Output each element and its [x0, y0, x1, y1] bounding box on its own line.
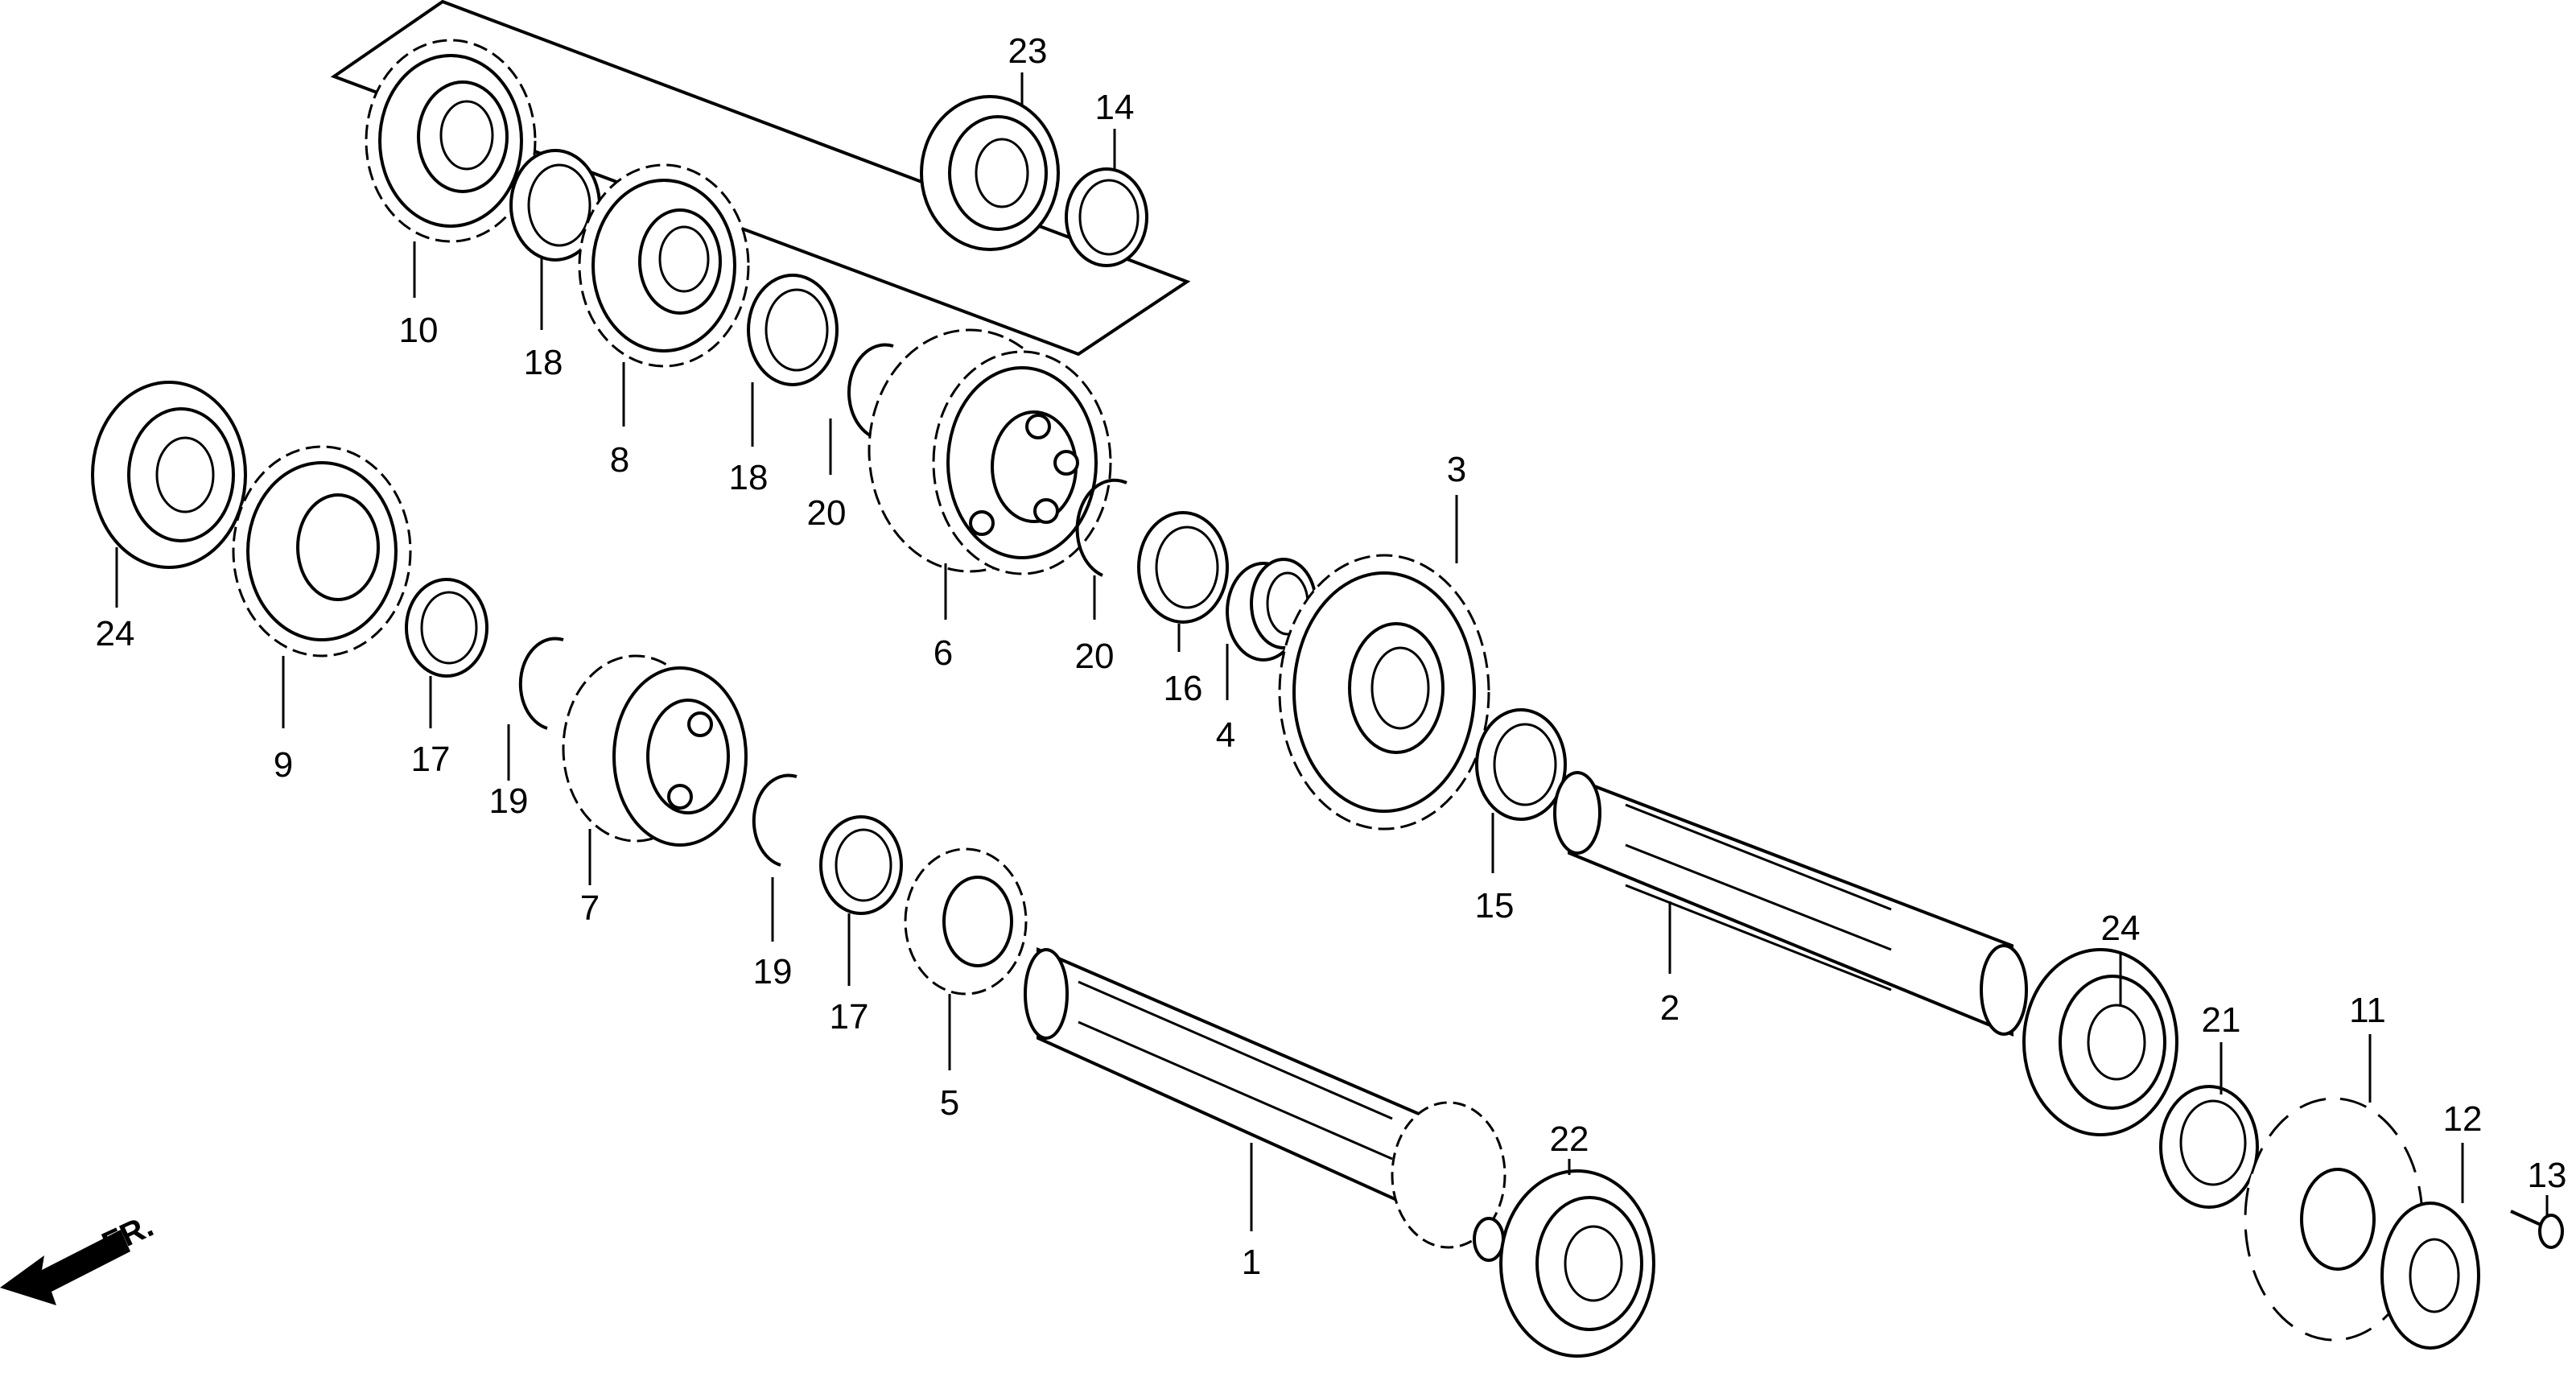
part-label-2: 2	[1660, 988, 1680, 1028]
fixing-plate-12	[2380, 1202, 2480, 1350]
part-label-24-left: 24	[96, 614, 135, 653]
bolt-13	[2510, 1210, 2564, 1249]
bearing-24-left	[91, 381, 247, 569]
part-label-24-right: 24	[2101, 909, 2141, 948]
bearing-23	[920, 95, 1060, 251]
part-label-7: 7	[580, 888, 600, 928]
oil-seal-21	[2159, 1085, 2259, 1209]
part-label-10: 10	[399, 311, 439, 350]
part-label-19-second: 19	[753, 952, 793, 991]
washer-16	[1137, 511, 1229, 624]
part-label-22: 22	[1550, 1119, 1589, 1159]
mainshaft-1	[1024, 946, 1506, 1262]
kit-outline	[330, 0, 1191, 357]
part-label-17-second: 17	[830, 997, 869, 1037]
part-label-15: 15	[1475, 886, 1515, 925]
part-label-14: 14	[1095, 88, 1135, 127]
part-label-23: 23	[1008, 31, 1048, 71]
washer-17-second	[819, 815, 903, 915]
circlip-20-top	[847, 343, 894, 440]
part-label-8: 8	[610, 440, 629, 480]
gear-3	[1278, 554, 1490, 831]
gear-10	[365, 39, 537, 243]
part-label-5: 5	[940, 1083, 959, 1123]
washer-14	[1065, 167, 1148, 267]
part-label-20-top: 20	[807, 493, 847, 533]
sprocket-11	[2244, 1097, 2424, 1342]
bearing-24-right	[2022, 948, 2178, 1136]
part-label-4: 4	[1216, 715, 1235, 755]
gear-6	[868, 328, 1112, 575]
leader-lines	[115, 72, 2549, 1231]
part-label-11: 11	[2349, 991, 2386, 1030]
part-label-1: 1	[1242, 1243, 1261, 1282]
part-label-16: 16	[1164, 669, 1203, 708]
gear-5	[904, 847, 1028, 996]
washer-18-second	[747, 274, 839, 386]
countershaft-2	[1553, 771, 2028, 1037]
bearing-22	[1499, 1169, 1655, 1358]
part-label-21: 21	[2202, 1000, 2241, 1040]
part-label-9: 9	[274, 745, 293, 785]
washer-17-left	[405, 578, 488, 678]
part-label-6: 6	[934, 633, 953, 673]
front-arrow-icon	[0, 1230, 130, 1305]
gear-7	[562, 654, 748, 847]
part-label-18-top: 18	[524, 343, 563, 382]
part-label-13: 13	[2528, 1156, 2567, 1195]
part-label-19-left: 19	[489, 781, 529, 821]
gear-9	[232, 445, 412, 658]
part-label-18-second: 18	[729, 458, 769, 497]
circlip-19-second	[752, 773, 798, 867]
part-label-3: 3	[1447, 450, 1466, 489]
gear-8	[578, 163, 750, 368]
circlip-20-second	[1075, 478, 1127, 577]
part-label-12: 12	[2443, 1099, 2483, 1139]
washer-15	[1475, 708, 1567, 821]
part-label-17-left: 17	[411, 740, 451, 779]
part-label-20-second: 20	[1075, 637, 1115, 676]
circlip-19-left	[518, 637, 564, 730]
